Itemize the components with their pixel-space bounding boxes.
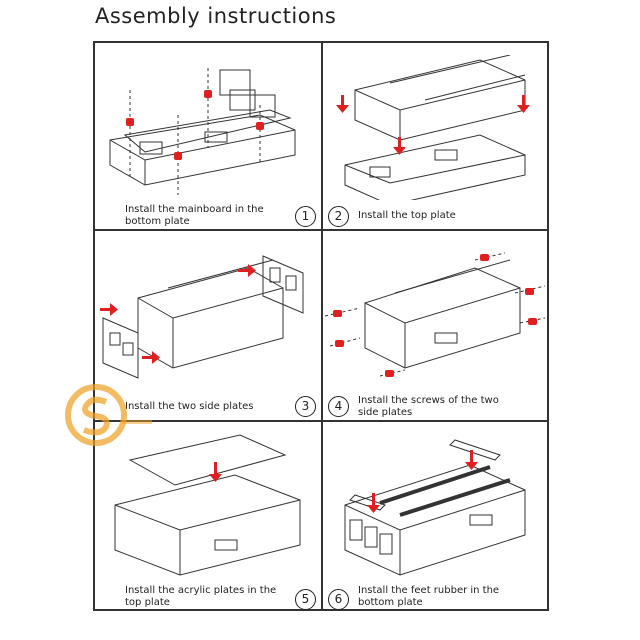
grid-divider-row-2 xyxy=(93,420,549,422)
step-3-caption: Install the two side plates xyxy=(125,401,254,412)
down-arrow-icon xyxy=(367,450,478,513)
right-arrow-icon xyxy=(100,264,256,364)
step-5-number: 5 xyxy=(295,589,316,610)
step-1-number: 1 xyxy=(295,206,316,227)
step-2-number: 2 xyxy=(328,206,349,227)
step-5-illustration xyxy=(114,434,301,576)
page-title: Assembly instructions xyxy=(95,4,337,28)
step-2-illustration xyxy=(336,55,530,200)
watermark-logo xyxy=(65,384,152,446)
step-6-illustration xyxy=(344,439,526,576)
step-3-illustration xyxy=(100,255,304,379)
step-3-number: 3 xyxy=(295,396,316,417)
grid-divider-vertical xyxy=(321,41,323,611)
step-6-number: 6 xyxy=(328,589,349,610)
screw-icon xyxy=(126,90,264,160)
step-4-number: 4 xyxy=(328,396,349,417)
step-4-illustration xyxy=(325,252,545,377)
grid-divider-row-1 xyxy=(93,229,549,231)
step-2-caption: Install the top plate xyxy=(358,210,456,221)
step-1-illustration xyxy=(109,68,296,195)
down-arrow-icon xyxy=(336,95,530,155)
down-arrow-icon xyxy=(209,462,222,482)
screw-icon xyxy=(333,254,537,377)
